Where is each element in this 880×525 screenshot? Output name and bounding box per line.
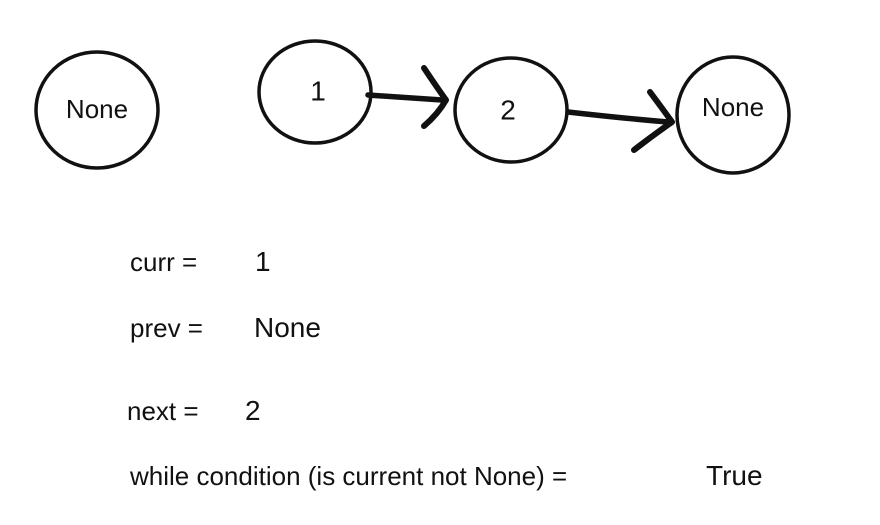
- node-two: 2: [453, 56, 569, 164]
- arrow-two-to-none-head: [631, 89, 675, 153]
- var-prev: prev = None: [0, 308, 880, 348]
- var-next-value: 2: [245, 395, 261, 426]
- arrow-one-to-two-shaft: [365, 92, 445, 103]
- node-none-right-circle: [675, 55, 791, 175]
- var-curr-label: curr =: [130, 247, 198, 277]
- arrow-one-to-two: [365, 65, 449, 129]
- node-one-label: 1: [310, 75, 326, 106]
- node-two-label: 2: [500, 94, 516, 125]
- var-while-condition: while condition (is current not None) = …: [0, 456, 880, 496]
- node-none-right-label: None: [702, 92, 764, 122]
- arrow-one-to-two-head: [421, 65, 449, 129]
- var-prev-label: prev =: [130, 313, 203, 343]
- var-prev-value: None: [254, 312, 321, 343]
- var-next-label: next =: [127, 396, 199, 426]
- node-none-left-label: None: [66, 94, 128, 124]
- var-while-condition-value: True: [706, 460, 763, 491]
- var-while-condition-label: while condition (is current not None) =: [130, 461, 568, 491]
- arrow-two-to-none: [565, 89, 675, 153]
- var-curr: curr = 1: [0, 242, 880, 282]
- var-next: next = 2: [0, 391, 880, 431]
- node-none-right: None: [675, 55, 791, 175]
- node-none-left: None: [34, 50, 160, 170]
- node-one-circle: [257, 39, 373, 145]
- var-curr-value: 1: [255, 246, 271, 277]
- node-one: 1: [257, 39, 373, 145]
- node-none-left-circle: [34, 50, 160, 170]
- arrow-two-to-none-shaft: [565, 109, 671, 125]
